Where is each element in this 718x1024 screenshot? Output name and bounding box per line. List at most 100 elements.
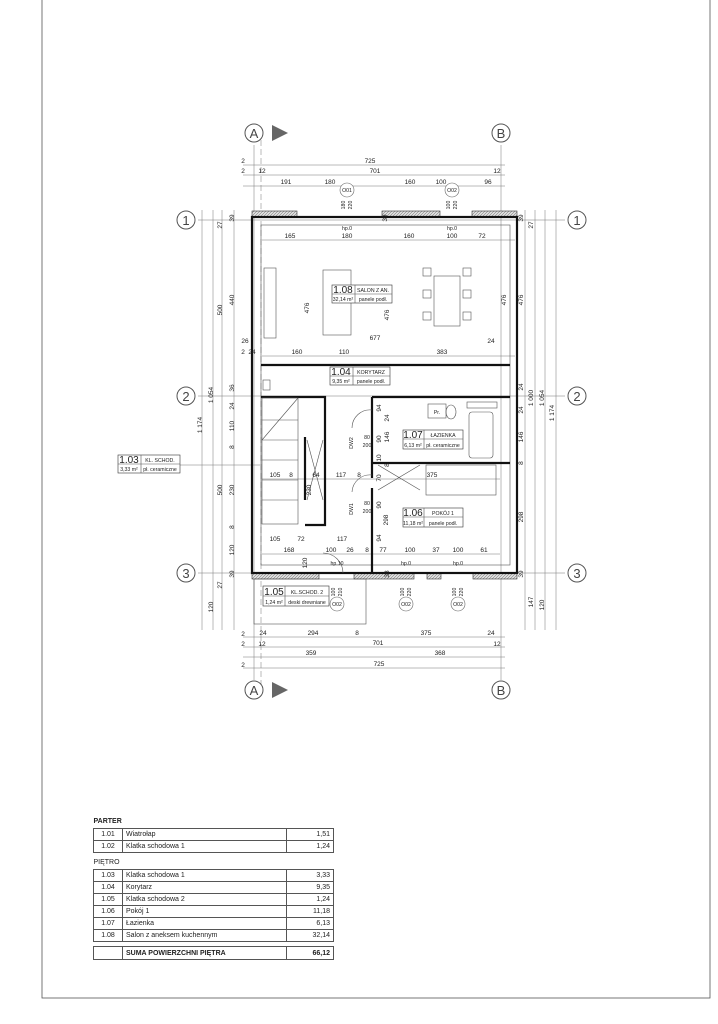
svg-text:165: 165 [285,233,296,240]
svg-text:725: 725 [374,661,385,668]
svg-text:220: 220 [407,588,413,597]
svg-text:2: 2 [241,349,245,356]
svg-text:1.06: 1.06 [403,508,423,519]
svg-text:160: 160 [292,349,303,356]
svg-text:160: 160 [405,179,416,186]
svg-text:KL.SCHOD. 2: KL.SCHOD. 2 [291,590,323,596]
svg-text:1.05: 1.05 [264,587,284,598]
svg-text:27: 27 [217,581,224,589]
svg-text:476: 476 [384,309,391,320]
svg-text:230: 230 [306,484,313,495]
svg-text:100: 100 [436,179,447,186]
svg-text:1.04: 1.04 [331,367,351,378]
dining-table [433,275,461,327]
walls [250,210,519,580]
svg-text:105: 105 [270,472,281,479]
svg-text:24: 24 [384,414,391,422]
svg-text:12: 12 [493,168,501,175]
svg-text:500: 500 [217,484,224,495]
axis-1-right: 1 [567,210,587,230]
svg-text:39: 39 [518,570,525,578]
svg-text:220: 220 [459,588,465,597]
svg-text:hp.10: hp.10 [331,561,344,567]
svg-text:pł. ceramiczne: pł. ceramiczne [143,467,177,473]
axis-a-bottom: A [244,680,288,700]
svg-text:725: 725 [365,158,376,165]
svg-text:110: 110 [229,420,236,431]
svg-text:3,33 m²: 3,33 m² [120,467,138,473]
svg-text:294: 294 [308,630,319,637]
svg-text:8: 8 [229,445,236,449]
svg-text:117: 117 [336,472,347,479]
svg-text:8: 8 [289,472,293,479]
svg-text:8: 8 [518,461,525,465]
svg-text:1.08: 1.08 [333,285,353,296]
bed-icon [425,464,497,496]
svg-text:6,13 m²: 6,13 m² [404,443,422,449]
bathtub-icon [468,411,494,459]
svg-text:hp.0: hp.0 [401,561,411,567]
svg-text:39: 39 [229,214,236,222]
svg-text:1,24 m²: 1,24 m² [265,600,283,606]
axis-1-left: 1 [176,210,196,230]
svg-text:2: 2 [182,389,189,404]
svg-text:8: 8 [229,525,236,529]
svg-text:B: B [497,126,506,141]
svg-text:677: 677 [370,335,381,342]
svg-text:80: 80 [364,435,370,441]
toilet-icon [445,404,457,420]
svg-text:210: 210 [338,588,344,597]
svg-text:9,35 m²: 9,35 m² [332,379,350,385]
svg-text:hp.0: hp.0 [447,226,457,232]
svg-text:12: 12 [258,641,266,648]
svg-text:24: 24 [487,630,495,637]
axis-b-top: B [491,123,511,143]
washing-machine-label: Pr. [434,410,440,416]
svg-text:180: 180 [341,201,347,210]
svg-text:11,18 m²: 11,18 m² [403,521,423,527]
svg-text:panele podł.: panele podł. [429,521,457,527]
svg-text:375: 375 [421,630,432,637]
svg-text:77: 77 [379,547,387,554]
svg-text:2: 2 [241,631,245,638]
svg-text:O02: O02 [447,188,457,194]
svg-text:147: 147 [528,596,535,607]
svg-text:94: 94 [376,534,383,542]
svg-text:2: 2 [241,662,245,669]
svg-text:701: 701 [373,640,384,647]
svg-text:1 000: 1 000 [528,389,535,406]
svg-text:32,14 m²: 32,14 m² [333,297,354,303]
svg-text:298: 298 [383,514,390,525]
svg-text:24: 24 [518,383,525,391]
svg-text:3: 3 [573,566,580,581]
axis-3-right: 3 [567,563,587,583]
svg-text:383: 383 [437,349,448,356]
svg-text:hp.0: hp.0 [453,561,463,567]
svg-text:476: 476 [304,302,311,313]
svg-text:500: 500 [217,304,224,315]
svg-text:61: 61 [480,547,488,554]
svg-text:440: 440 [229,294,236,305]
svg-text:SALON Z AN.: SALON Z AN. [357,288,389,294]
svg-text:8: 8 [365,547,369,554]
svg-text:8: 8 [384,463,391,467]
svg-text:117: 117 [337,536,348,543]
svg-text:110: 110 [339,349,350,356]
svg-text:8: 8 [357,472,361,479]
svg-text:pł. ceramiczne: pł. ceramiczne [426,443,460,449]
svg-text:A: A [250,126,259,141]
